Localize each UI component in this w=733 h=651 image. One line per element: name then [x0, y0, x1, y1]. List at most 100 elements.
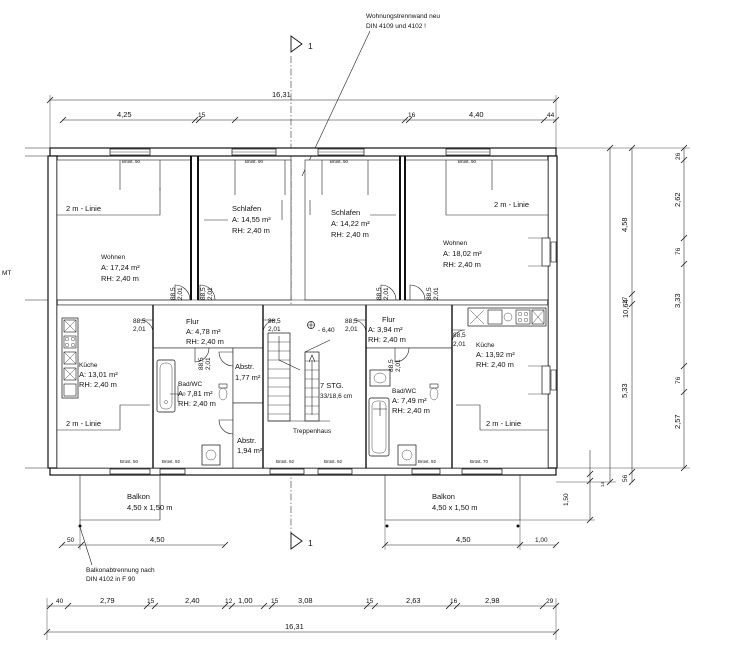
balcony-right-name: Balkon: [432, 492, 455, 501]
bottom-chain-5: 1,00: [238, 596, 253, 605]
bottom-chain-12: 29: [546, 598, 554, 605]
bottom-chain-6: 15: [271, 598, 279, 605]
top-right-edge-dim: 44: [547, 112, 555, 119]
room-kueche-left-name: Küche: [79, 362, 98, 369]
svg-text:2,01: 2,01: [177, 287, 184, 300]
top-total-dim: 16,31: [272, 90, 291, 99]
bottom-dimension-chain: 40 2,79 15 2,40 12 1,00 15 3,08 15 2,63 …: [43, 596, 560, 640]
room-flur-left-area: A: 4,78 m²: [186, 327, 221, 336]
bottom-chain-3: 2,40: [185, 596, 200, 605]
top-left-small-dim: 15: [198, 112, 206, 119]
top-dimension-chain: 16,31 4,25 15 16 4,40 44: [46, 90, 560, 150]
room-kueche-right-area: A: 13,92 m²: [476, 350, 515, 359]
bottom-chain-0: 40: [56, 598, 64, 605]
section-label-bottom: 1: [308, 538, 313, 548]
right-dimension-chain: 10,64 4,58 17 5,33 56 26 2,62 76 3,33 76…: [520, 144, 690, 524]
room-flur-left-height: RH: 2,40 m: [186, 337, 224, 346]
room-schlafen-left-height: RH: 2,40 m: [232, 226, 270, 235]
balcony-right-size: 4,50 x 1,50 m: [432, 503, 477, 512]
balcony-left-size: 4,50 x 1,50 m: [127, 503, 172, 512]
kitchen-right-fixtures: [467, 307, 547, 327]
svg-text:Brüst. 90: Brüst. 90: [245, 159, 264, 164]
top-right-small-dim: 16: [408, 112, 416, 119]
svg-text:Brüst. 50: Brüst. 50: [120, 459, 139, 464]
svg-text:88,5: 88,5: [426, 287, 433, 300]
room-bad-right-area: A: 7,49 m²: [392, 396, 427, 405]
section-marker-bottom: 1: [290, 532, 313, 550]
svg-text:88,5: 88,5: [376, 287, 383, 300]
balcony-left-name: Balkon: [127, 492, 150, 501]
room-wohnen-right-height: RH: 2,40 m: [443, 260, 481, 269]
balcony-note-line2: DIN 4102 in F 90: [86, 576, 136, 583]
section-marker-top: 1: [290, 35, 313, 53]
room-flur-right-name: Flur: [382, 315, 395, 324]
svg-text:2,01: 2,01: [345, 326, 358, 333]
svg-text:2,01: 2,01: [207, 287, 214, 300]
room-labels: Wohnen A: 17,24 m² RH: 2,40 m Schlafen A…: [79, 204, 515, 455]
room-schlafen-right-name: Schlafen: [331, 208, 360, 217]
kitchen-left-fixtures: [61, 317, 79, 399]
2m-line-bottom-left: 2 m - Linie: [66, 419, 101, 428]
right-mid-top-dim: 4,58: [620, 217, 629, 232]
stair-riser: 33/18,6 cm: [320, 393, 352, 400]
wall-note-line2: DIN 4109 und 4102 !: [366, 23, 426, 30]
balcony-left: Balkon 4,50 x 1,50 m: [79, 475, 172, 521]
svg-text:2,01: 2,01: [383, 287, 390, 300]
svg-text:88,5: 88,5: [170, 287, 177, 300]
svg-text:Brüst. 92: Brüst. 92: [324, 459, 343, 464]
room-bad-right-height: RH: 2,40 m: [392, 406, 430, 415]
room-abstr-bottom-area: 1,94 m²: [237, 446, 263, 455]
right-inner-bottom-dim: 2,57: [673, 414, 682, 429]
windows-bottom: Brüst. 50 Brüst. 92 Brüst. 92 Brüst. 92 …: [109, 459, 503, 475]
svg-text:2,01: 2,01: [268, 326, 281, 333]
top-right-dim: 4,40: [469, 110, 484, 119]
svg-text:88,5: 88,5: [200, 287, 207, 300]
room-flur-right-height: RH: 2,40 m: [368, 335, 406, 344]
2m-line-top-left: 2 m - Linie: [66, 204, 101, 213]
svg-text:Brüst. 90: Brüst. 90: [330, 159, 349, 164]
room-kueche-left-area: A: 13,01 m²: [79, 370, 118, 379]
bottom-chain-2: 15: [147, 598, 155, 605]
2m-line-top-right: 2 m - Linie: [494, 200, 529, 209]
svg-text:Brüst. 90: Brüst. 90: [122, 159, 141, 164]
balcony-right-offset-dim: 1,00: [535, 537, 548, 544]
svg-text:Brüst. 92: Brüst. 92: [276, 459, 295, 464]
balcony-right: Balkon 4,50 x 1,50 m: [384, 475, 521, 521]
room-kueche-right-name: Küche: [476, 342, 495, 349]
bottom-chain-4: 12: [225, 598, 233, 605]
svg-text:88,5: 88,5: [268, 318, 281, 325]
level-mark: - 6,40: [318, 327, 335, 334]
room-abstr-bottom-name: Abstr.: [237, 436, 256, 445]
room-bad-left-height: RH: 2,40 m: [178, 399, 216, 408]
right-mid-mid-dim: 17: [622, 296, 629, 304]
right-inner-mid-dim: 3,33: [673, 293, 682, 308]
top-left-dim: 4,25: [117, 110, 132, 119]
svg-text:Brüst. 92: Brüst. 92: [418, 459, 437, 464]
two-meter-lines: 2 m - Linie 2 m - Linie 2 m - Linie 2 m …: [57, 188, 548, 431]
2m-line-bottom-right: 2 m - Linie: [486, 419, 521, 428]
balcony-note: Balkonabtrennung nach DIN 4102 in F 90: [79, 526, 155, 583]
windows-top: Brüst. 90 Brüst. 90 Brüst. 90 Brüst. 90: [109, 148, 493, 195]
room-flur-left-name: Flur: [186, 317, 199, 326]
right-inner-top-small-dim: 26: [675, 152, 682, 160]
right-inner-win1-dim: 76: [675, 247, 682, 255]
bottom-chain-10: 16: [450, 598, 458, 605]
room-wohnen-right-area: A: 18,02 m²: [443, 249, 482, 258]
bottom-total-dim: 16,31: [285, 622, 304, 631]
bottom-chain-1: 2,79: [100, 596, 115, 605]
balcony-right-dim: 4,50: [456, 535, 471, 544]
door-swings: [139, 284, 466, 435]
svg-text:88,5: 88,5: [133, 318, 146, 325]
room-wohnen-right-name: Wohnen: [443, 240, 467, 247]
svg-text:Brüst. 70: Brüst. 70: [470, 459, 489, 464]
room-flur-right-area: A: 3,94 m²: [368, 325, 403, 334]
svg-text:2,01: 2,01: [433, 287, 440, 300]
bottom-chain-8: 15: [366, 598, 374, 605]
room-abstr-top-area: 1,77 m²: [235, 373, 261, 382]
room-schlafen-left-name: Schlafen: [232, 204, 261, 213]
balcony-dimensions: 50 4,50 4,50 1,00: [58, 520, 560, 550]
stair-steps: 7 STG.: [320, 381, 344, 390]
staircase: [267, 332, 331, 422]
right-inner-win2-dim: 76: [675, 376, 682, 384]
room-schlafen-right-height: RH: 2,40 m: [331, 230, 369, 239]
